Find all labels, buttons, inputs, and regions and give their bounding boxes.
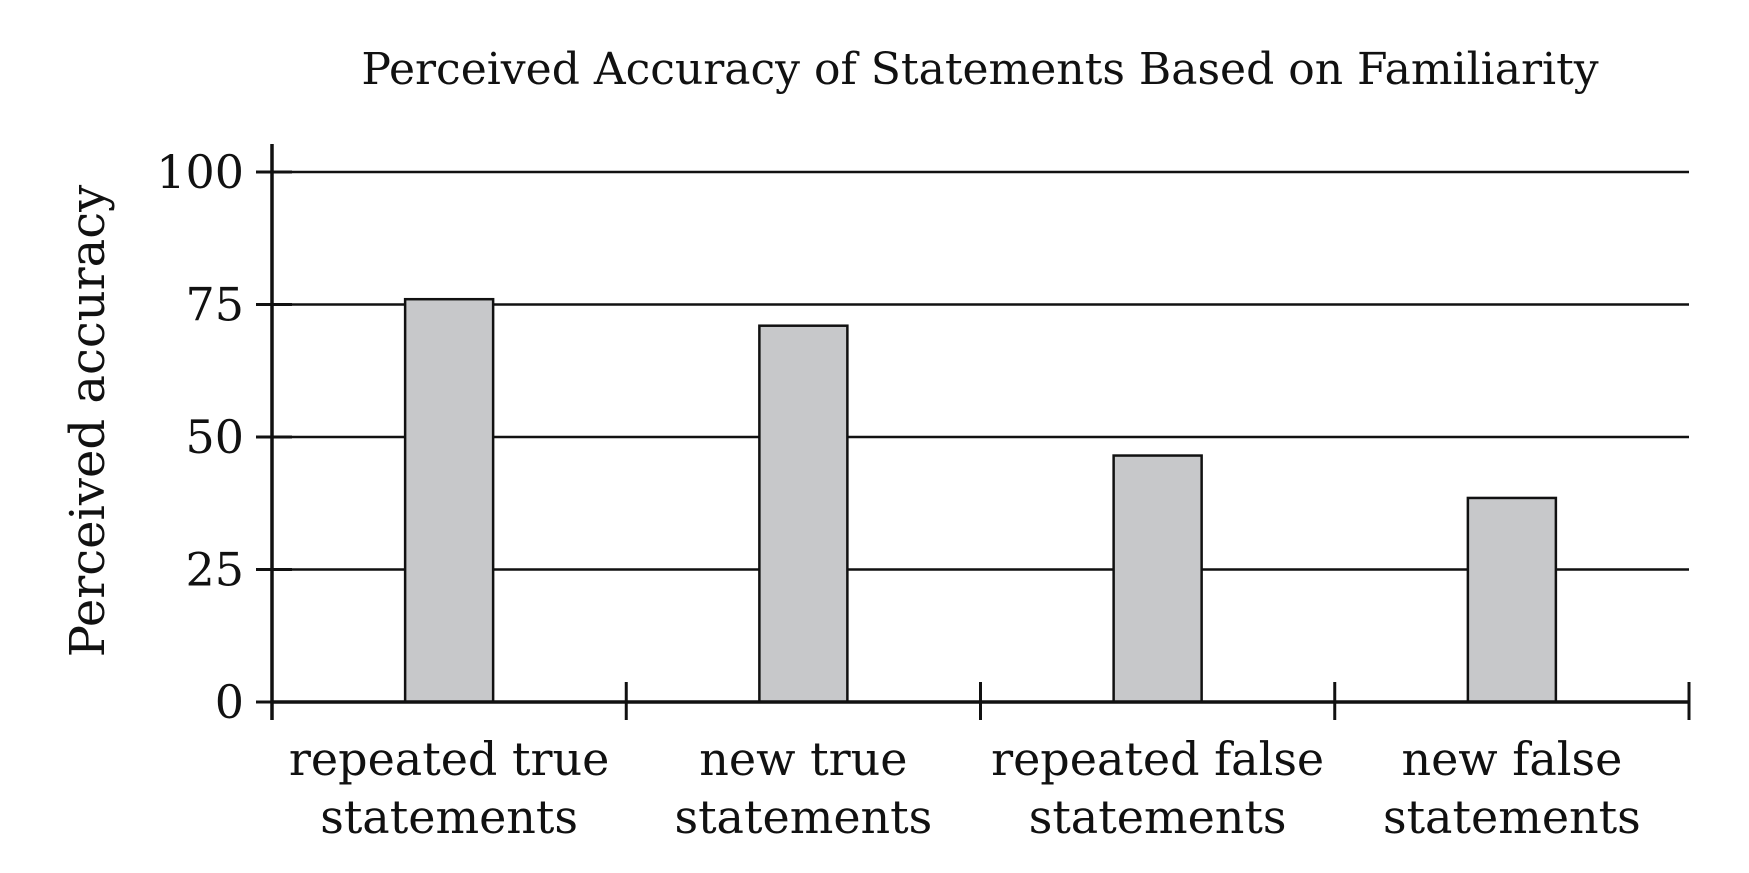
y-tick-label: 0 [215, 675, 244, 729]
x-tick-label: statements [1383, 790, 1641, 844]
y-tick-label: 100 [156, 145, 244, 199]
x-tick-label: statements [1029, 790, 1287, 844]
y-tick-label: 25 [185, 543, 244, 597]
x-tick-label: statements [320, 790, 578, 844]
x-tick-label: new false [1401, 732, 1622, 786]
gridlines [272, 170, 1689, 571]
bar [1112, 454, 1203, 704]
bar [758, 324, 849, 704]
bars [403, 297, 1558, 704]
x-tick-label: repeated true [289, 732, 609, 786]
x-tick-label: repeated false [991, 732, 1324, 786]
y-tick-label: 75 [185, 278, 244, 332]
axes [256, 144, 1691, 720]
bar [1466, 496, 1558, 704]
y-tick-label: 50 [185, 410, 244, 464]
chart-title: Perceived Accuracy of Statements Based o… [361, 44, 1598, 95]
x-tick-label: statements [674, 790, 932, 844]
x-tick-label: new true [699, 732, 907, 786]
bar [403, 297, 495, 704]
y-axis-label: Perceived accuracy [60, 185, 116, 658]
